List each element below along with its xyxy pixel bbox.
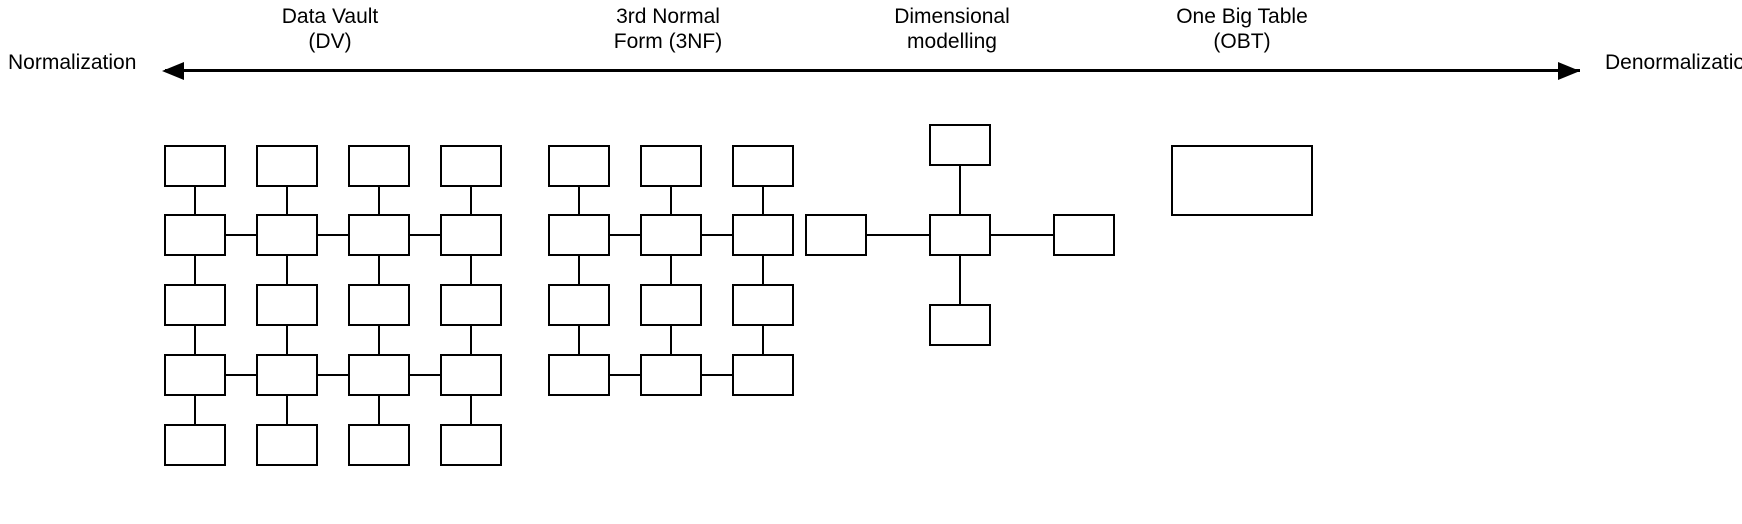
connector-vertical: [670, 326, 672, 354]
dimension-node-south[interactable]: [929, 304, 991, 346]
table-node[interactable]: [548, 145, 610, 187]
table-node[interactable]: [640, 354, 702, 396]
stage-title-line1: 3rd Normal: [616, 5, 720, 28]
table-node[interactable]: [164, 145, 226, 187]
connector-horizontal: [702, 374, 732, 376]
table-node[interactable]: [256, 424, 318, 466]
connector-vertical: [194, 256, 196, 284]
stage-title-line1: One Big Table: [1176, 5, 1308, 28]
table-node[interactable]: [348, 145, 410, 187]
connector-vertical: [762, 256, 764, 284]
table-node[interactable]: [164, 354, 226, 396]
table-node[interactable]: [640, 145, 702, 187]
dimension-node-north[interactable]: [929, 124, 991, 166]
connector-vertical: [378, 326, 380, 354]
connector-vertical: [378, 187, 380, 214]
table-node[interactable]: [164, 284, 226, 326]
connector-vertical: [470, 396, 472, 424]
table-node[interactable]: [256, 214, 318, 256]
table-node[interactable]: [732, 145, 794, 187]
table-node[interactable]: [732, 354, 794, 396]
normalization-axis-line: [165, 69, 1580, 72]
connector-horizontal: [610, 374, 640, 376]
connector-vertical: [286, 326, 288, 354]
table-node[interactable]: [440, 284, 502, 326]
arrow-left-icon: [162, 62, 184, 80]
stage-title-data-vault: Data Vault(DV): [170, 4, 490, 54]
table-node[interactable]: [256, 284, 318, 326]
connector-vertical: [670, 256, 672, 284]
connector-vertical: [470, 256, 472, 284]
axis-left-label: Normalization: [8, 51, 137, 74]
table-node[interactable]: [348, 424, 410, 466]
connector-vertical: [194, 326, 196, 354]
table-node[interactable]: [348, 354, 410, 396]
stage-title-line2: modelling: [907, 30, 997, 53]
table-node[interactable]: [256, 354, 318, 396]
table-node[interactable]: [548, 284, 610, 326]
stage-title-line2: (OBT): [1213, 30, 1271, 53]
connector-horizontal: [610, 234, 640, 236]
arrow-right-icon: [1558, 62, 1580, 80]
connector-vertical: [378, 256, 380, 284]
connector-vertical: [959, 256, 961, 304]
table-node[interactable]: [548, 354, 610, 396]
table-node[interactable]: [440, 214, 502, 256]
table-node[interactable]: [440, 424, 502, 466]
table-node[interactable]: [732, 214, 794, 256]
table-node[interactable]: [164, 424, 226, 466]
stage-title-line1: Data Vault: [281, 5, 379, 28]
connector-vertical: [578, 256, 580, 284]
stage-title-line2: Form (3NF): [613, 30, 723, 53]
stage-title-line2: (DV): [308, 30, 352, 53]
connector-vertical: [470, 187, 472, 214]
table-node[interactable]: [640, 214, 702, 256]
connector-vertical: [670, 187, 672, 214]
connector-horizontal: [991, 234, 1053, 236]
stage-title-one-big-table: One Big Table(OBT): [1082, 4, 1402, 54]
connector-horizontal: [226, 374, 256, 376]
connector-vertical: [194, 396, 196, 424]
table-node[interactable]: [440, 145, 502, 187]
table-node[interactable]: [348, 284, 410, 326]
connector-horizontal: [702, 234, 732, 236]
connector-horizontal: [318, 234, 348, 236]
dimension-node-west[interactable]: [805, 214, 867, 256]
table-node[interactable]: [548, 214, 610, 256]
table-node[interactable]: [164, 214, 226, 256]
connector-horizontal: [318, 374, 348, 376]
connector-horizontal: [410, 234, 440, 236]
connector-vertical: [194, 187, 196, 214]
stage-title-line1: Dimensional: [894, 5, 1010, 28]
connector-vertical: [762, 187, 764, 214]
connector-vertical: [286, 396, 288, 424]
connector-horizontal: [867, 234, 929, 236]
axis-right-label: Denormalization: [1605, 51, 1742, 74]
table-node[interactable]: [640, 284, 702, 326]
connector-horizontal: [410, 374, 440, 376]
table-node[interactable]: [348, 214, 410, 256]
connector-horizontal: [226, 234, 256, 236]
table-node[interactable]: [732, 284, 794, 326]
connector-vertical: [762, 326, 764, 354]
connector-vertical: [470, 326, 472, 354]
connector-vertical: [959, 166, 961, 214]
dimension-node-east[interactable]: [1053, 214, 1115, 256]
fact-node-center[interactable]: [929, 214, 991, 256]
table-node[interactable]: [440, 354, 502, 396]
connector-vertical: [286, 256, 288, 284]
one-big-table-node[interactable]: [1171, 145, 1313, 216]
connector-vertical: [286, 187, 288, 214]
connector-vertical: [378, 396, 380, 424]
table-node[interactable]: [256, 145, 318, 187]
connector-vertical: [578, 326, 580, 354]
connector-vertical: [578, 187, 580, 214]
